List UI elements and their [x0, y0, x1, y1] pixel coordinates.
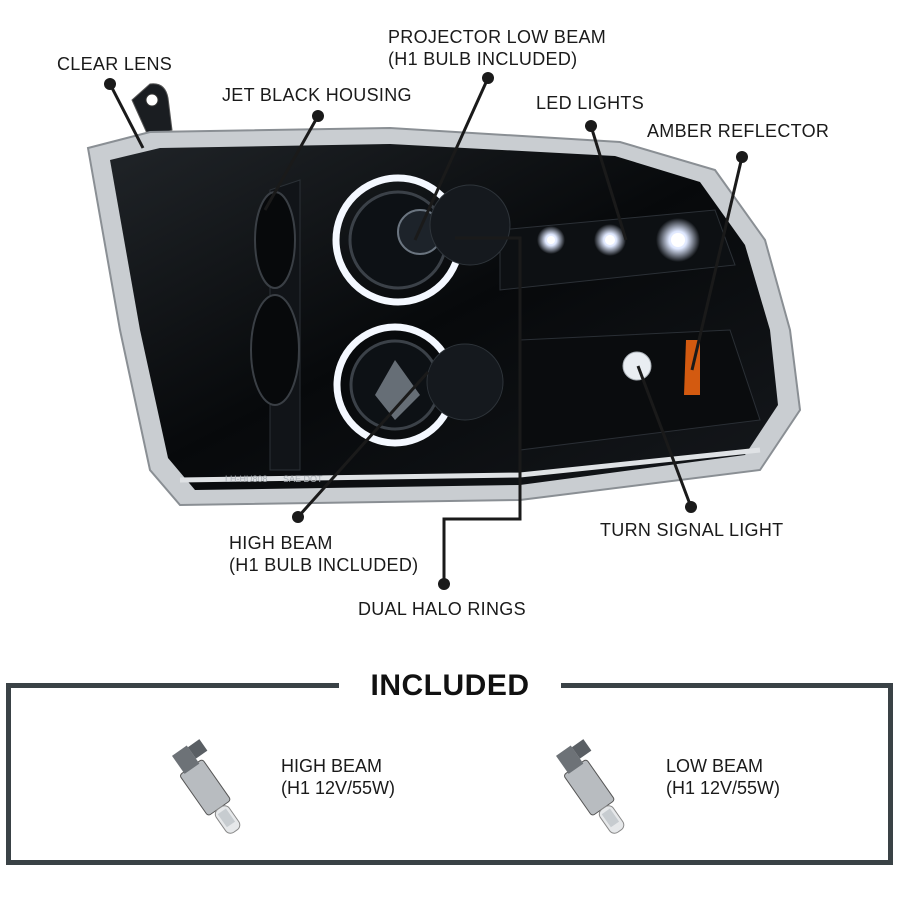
callout-dual-halo-rings: DUAL HALO RINGS [358, 599, 526, 619]
h1-bulb-icon [171, 739, 241, 834]
lens-part-code: LH-HU808 [225, 474, 268, 484]
callout-high-beam-line1: HIGH BEAM [229, 533, 333, 553]
h1-bulb-icon [555, 739, 625, 834]
callout-clear-lens: CLEAR LENS [57, 54, 173, 74]
callout-led-lights: LED LIGHTS [536, 93, 645, 113]
callout-high-beam-line2: (H1 BULB INCLUDED) [229, 555, 419, 575]
bulb-label-high-beam-line2: (H1 12V/55W) [281, 778, 396, 798]
bulb-label-low-beam-line1: LOW BEAM [666, 756, 764, 776]
callout-projector-low-beam: PROJECTOR LOW BEAM (H1 BULB INCLUDED) [388, 26, 606, 70]
headlight-assembly-image: LH-HU808 SAE DOT [86, 72, 802, 590]
callout-high-beam: HIGH BEAM (H1 BULB INCLUDED) [229, 532, 418, 576]
callout-projector-low-beam-line1: PROJECTOR LOW BEAM [388, 27, 607, 47]
callout-jet-black-housing: JET BLACK HOUSING [222, 85, 412, 105]
bulb-label-low-beam-line2: (H1 12V/55W) [666, 778, 781, 798]
callout-amber-reflector: AMBER REFLECTOR [647, 121, 830, 141]
bulb-label-high-beam: HIGH BEAM (H1 12V/55W) [281, 755, 395, 799]
bulb-label-high-beam-line1: HIGH BEAM [281, 756, 383, 776]
callout-projector-low-beam-line2: (H1 BULB INCLUDED) [388, 49, 578, 69]
included-title: INCLUDED [339, 664, 561, 708]
lens-sae-dot: SAE DOT [283, 474, 323, 484]
bulb-label-low-beam: LOW BEAM (H1 12V/55W) [666, 755, 780, 799]
callout-turn-signal-light: TURN SIGNAL LIGHT [600, 520, 784, 540]
